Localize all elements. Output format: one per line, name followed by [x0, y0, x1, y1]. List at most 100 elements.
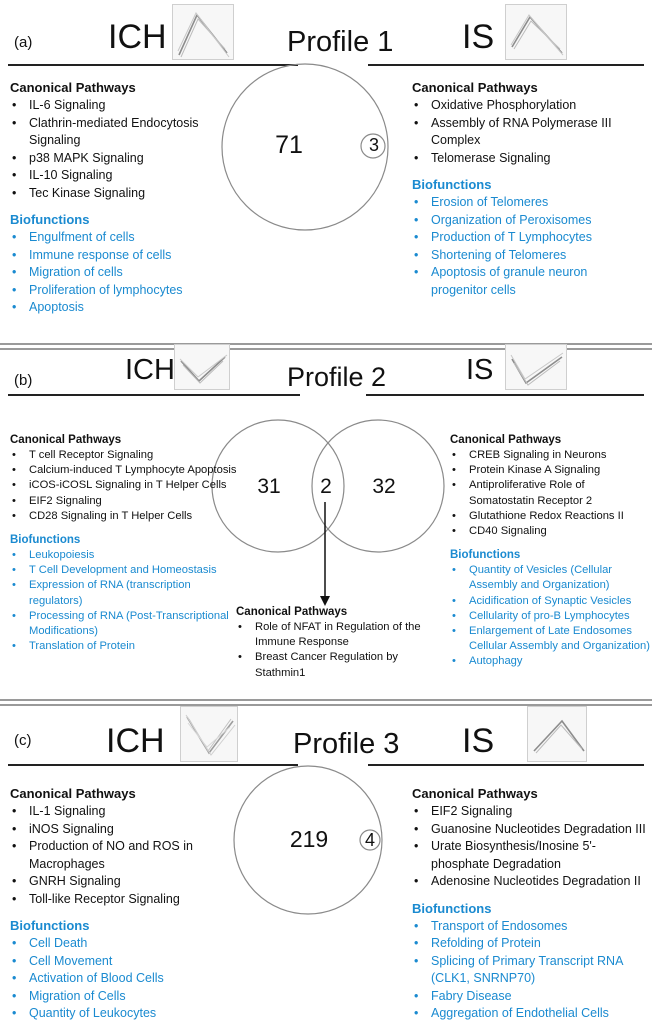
list-item: CREB Signaling in Neurons: [450, 448, 650, 463]
list-item: Refolding of Protein: [412, 935, 648, 953]
profile-title: Profile 3: [293, 728, 400, 760]
is-circle: [311, 419, 445, 553]
biofunctions-heading: Biofunctions: [450, 549, 521, 562]
list-item: Apoptosis: [10, 299, 240, 317]
list-item: Cell Movement: [10, 953, 240, 971]
list-item: Leukopoiesis: [10, 548, 240, 563]
list-item: Breast Cancer Regulation by Stathmin1: [236, 650, 426, 680]
list-item: Telomerase Signaling: [412, 150, 642, 168]
canonical-heading: Canonical Pathways: [412, 80, 538, 95]
is-pathways-block: Canonical Pathways EIF2 Signaling Guanos…: [412, 786, 648, 1023]
is-count: 32: [372, 475, 396, 498]
list-item: Engulfment of cells: [10, 229, 240, 247]
ich-group-label: ICH: [108, 18, 167, 56]
shared-pathways-block: Canonical Pathways Role of NFAT in Regul…: [236, 606, 426, 681]
biofunctions-heading: Biofunctions: [412, 900, 492, 916]
is-group-label: IS: [462, 18, 495, 56]
profile-title: Profile 2: [287, 362, 387, 392]
is-pathways-block: Canonical Pathways Oxidative Phosphoryla…: [412, 80, 642, 299]
list-item: IL-6 Signaling: [10, 97, 240, 115]
profile-title: Profile 1: [287, 26, 394, 58]
list-item: Quantity of Vesicles (Cellular Assembly …: [450, 563, 650, 593]
list-item: Toll-like Receptor Signaling: [10, 891, 240, 909]
list-item: Production of T Lymphocytes: [412, 229, 642, 247]
ich-underline: [8, 394, 300, 396]
list-item: Enlargement of Late Endosomes Cellular A…: [450, 624, 650, 654]
list-item: Urate Biosynthesis/Inosine 5'-phosphate …: [412, 838, 648, 873]
profile-trend-thumbnail-icon: [505, 4, 567, 60]
list-item: EIF2 Signaling: [412, 803, 648, 821]
panel-letter: (a): [14, 34, 33, 51]
biofunctions-heading: Biofunctions: [10, 212, 90, 227]
list-item: Guanosine Nucleotides Degradation III: [412, 821, 648, 839]
profile-trend-thumbnail-icon: [527, 706, 587, 762]
list-item: GNRH Signaling: [10, 873, 240, 891]
list-item: Processing of RNA (Post-Transcriptional …: [10, 609, 240, 639]
list-item: Cellularity of pro-B Lymphocytes: [450, 609, 650, 624]
list-item: Calcium-induced T Lymphocyte Apoptosis: [10, 463, 240, 478]
profile-trend-thumbnail-icon: [180, 706, 238, 762]
canonical-heading: Canonical Pathways: [236, 606, 348, 618]
list-item: EIF2 Signaling: [10, 494, 240, 509]
list-item: IL-10 Signaling: [10, 167, 240, 185]
list-item: Oxidative Phosphorylation: [412, 97, 642, 115]
list-item: Activation of Blood Cells: [10, 970, 240, 988]
is-group-label: IS: [462, 722, 495, 760]
list-item: Organization of Peroxisomes: [412, 212, 642, 230]
list-item: T Cell Development and Homeostasis: [10, 563, 240, 578]
ich-group-label: ICH: [106, 722, 165, 760]
list-item: Cell Death: [10, 935, 240, 953]
is-count: 4: [364, 830, 375, 850]
list-item: Proliferation of lymphocytes: [10, 282, 240, 300]
panel-letter: (b): [14, 372, 33, 389]
biofunctions-heading: Biofunctions: [10, 918, 90, 933]
list-item: Tec Kinase Signaling: [10, 185, 240, 203]
ich-pathways-block: Canonical Pathways IL-6 Signaling Clathr…: [10, 80, 240, 317]
biofunctions-heading: Biofunctions: [10, 534, 81, 547]
list-item: Fabry Disease: [412, 988, 648, 1006]
canonical-heading: Canonical Pathways: [10, 80, 136, 95]
list-item: Apoptosis of granule neuron progenitor c…: [412, 264, 642, 299]
panel-separator: [0, 343, 652, 350]
list-item: Splicing of Primary Transcript RNA (CLK1…: [412, 953, 648, 988]
list-item: IL-1 Signaling: [10, 803, 240, 821]
list-item: Role of NFAT in Regulation of the Immune…: [236, 620, 426, 650]
canonical-heading: Canonical Pathways: [412, 786, 538, 801]
ich-pathways-block: Canonical Pathways IL-1 Signaling iNOS S…: [10, 786, 240, 1023]
ich-pathways-block: Canonical Pathways T cell Receptor Signa…: [10, 434, 240, 655]
overlap-count: 2: [320, 475, 332, 498]
is-circle: [360, 133, 386, 159]
list-item: Protein Kinase A Signaling: [450, 463, 650, 478]
list-item: Transport of Endosomes: [412, 918, 648, 936]
panel-separator: [0, 699, 652, 706]
is-circle: [359, 829, 381, 851]
list-item: CD28 Signaling in T Helper Cells: [10, 509, 240, 524]
panel-profile-3: (c) ICH Profile 3 IS 219 4 Canonical Pat…: [0, 706, 652, 1029]
list-item: Glutathione Redox Reactions II: [450, 509, 650, 524]
list-item: p38 MAPK Signaling: [10, 150, 240, 168]
is-underline: [368, 764, 644, 766]
ich-underline: [8, 64, 298, 66]
list-item: Acidification of Synaptic Vesicles: [450, 594, 650, 609]
canonical-heading: Canonical Pathways: [450, 434, 562, 446]
list-item: Migration of Cells: [10, 988, 240, 1006]
panel-letter: (c): [14, 732, 32, 749]
list-item: Clathrin-mediated Endocytosis Signaling: [10, 115, 240, 150]
list-item: Shortening of Telomeres: [412, 247, 642, 265]
ich-count: 71: [275, 131, 303, 159]
list-item: Aggregation of Endothelial Cells: [412, 1005, 648, 1023]
list-item: Expression of RNA (transcription regulat…: [10, 578, 240, 608]
ich-underline: [8, 764, 298, 766]
is-underline: [368, 64, 644, 66]
list-item: Autophagy: [450, 654, 650, 669]
ich-group-label: ICH: [125, 354, 175, 386]
list-item: Adenosine Nucleotides Degradation II: [412, 873, 648, 891]
list-item: iCOS-iCOSL Signaling in T Helper Cells: [10, 478, 240, 493]
list-item: T cell Receptor Signaling: [10, 448, 240, 463]
is-underline: [366, 394, 644, 396]
list-item: Migration of cells: [10, 264, 240, 282]
list-item: Production of NO and ROS in Macrophages: [10, 838, 240, 873]
is-group-label: IS: [466, 354, 494, 386]
panel-profile-2: (b) ICH Profile 2 IS 31 2 32 Canonical P…: [0, 344, 652, 700]
ich-count: 31: [257, 475, 281, 498]
